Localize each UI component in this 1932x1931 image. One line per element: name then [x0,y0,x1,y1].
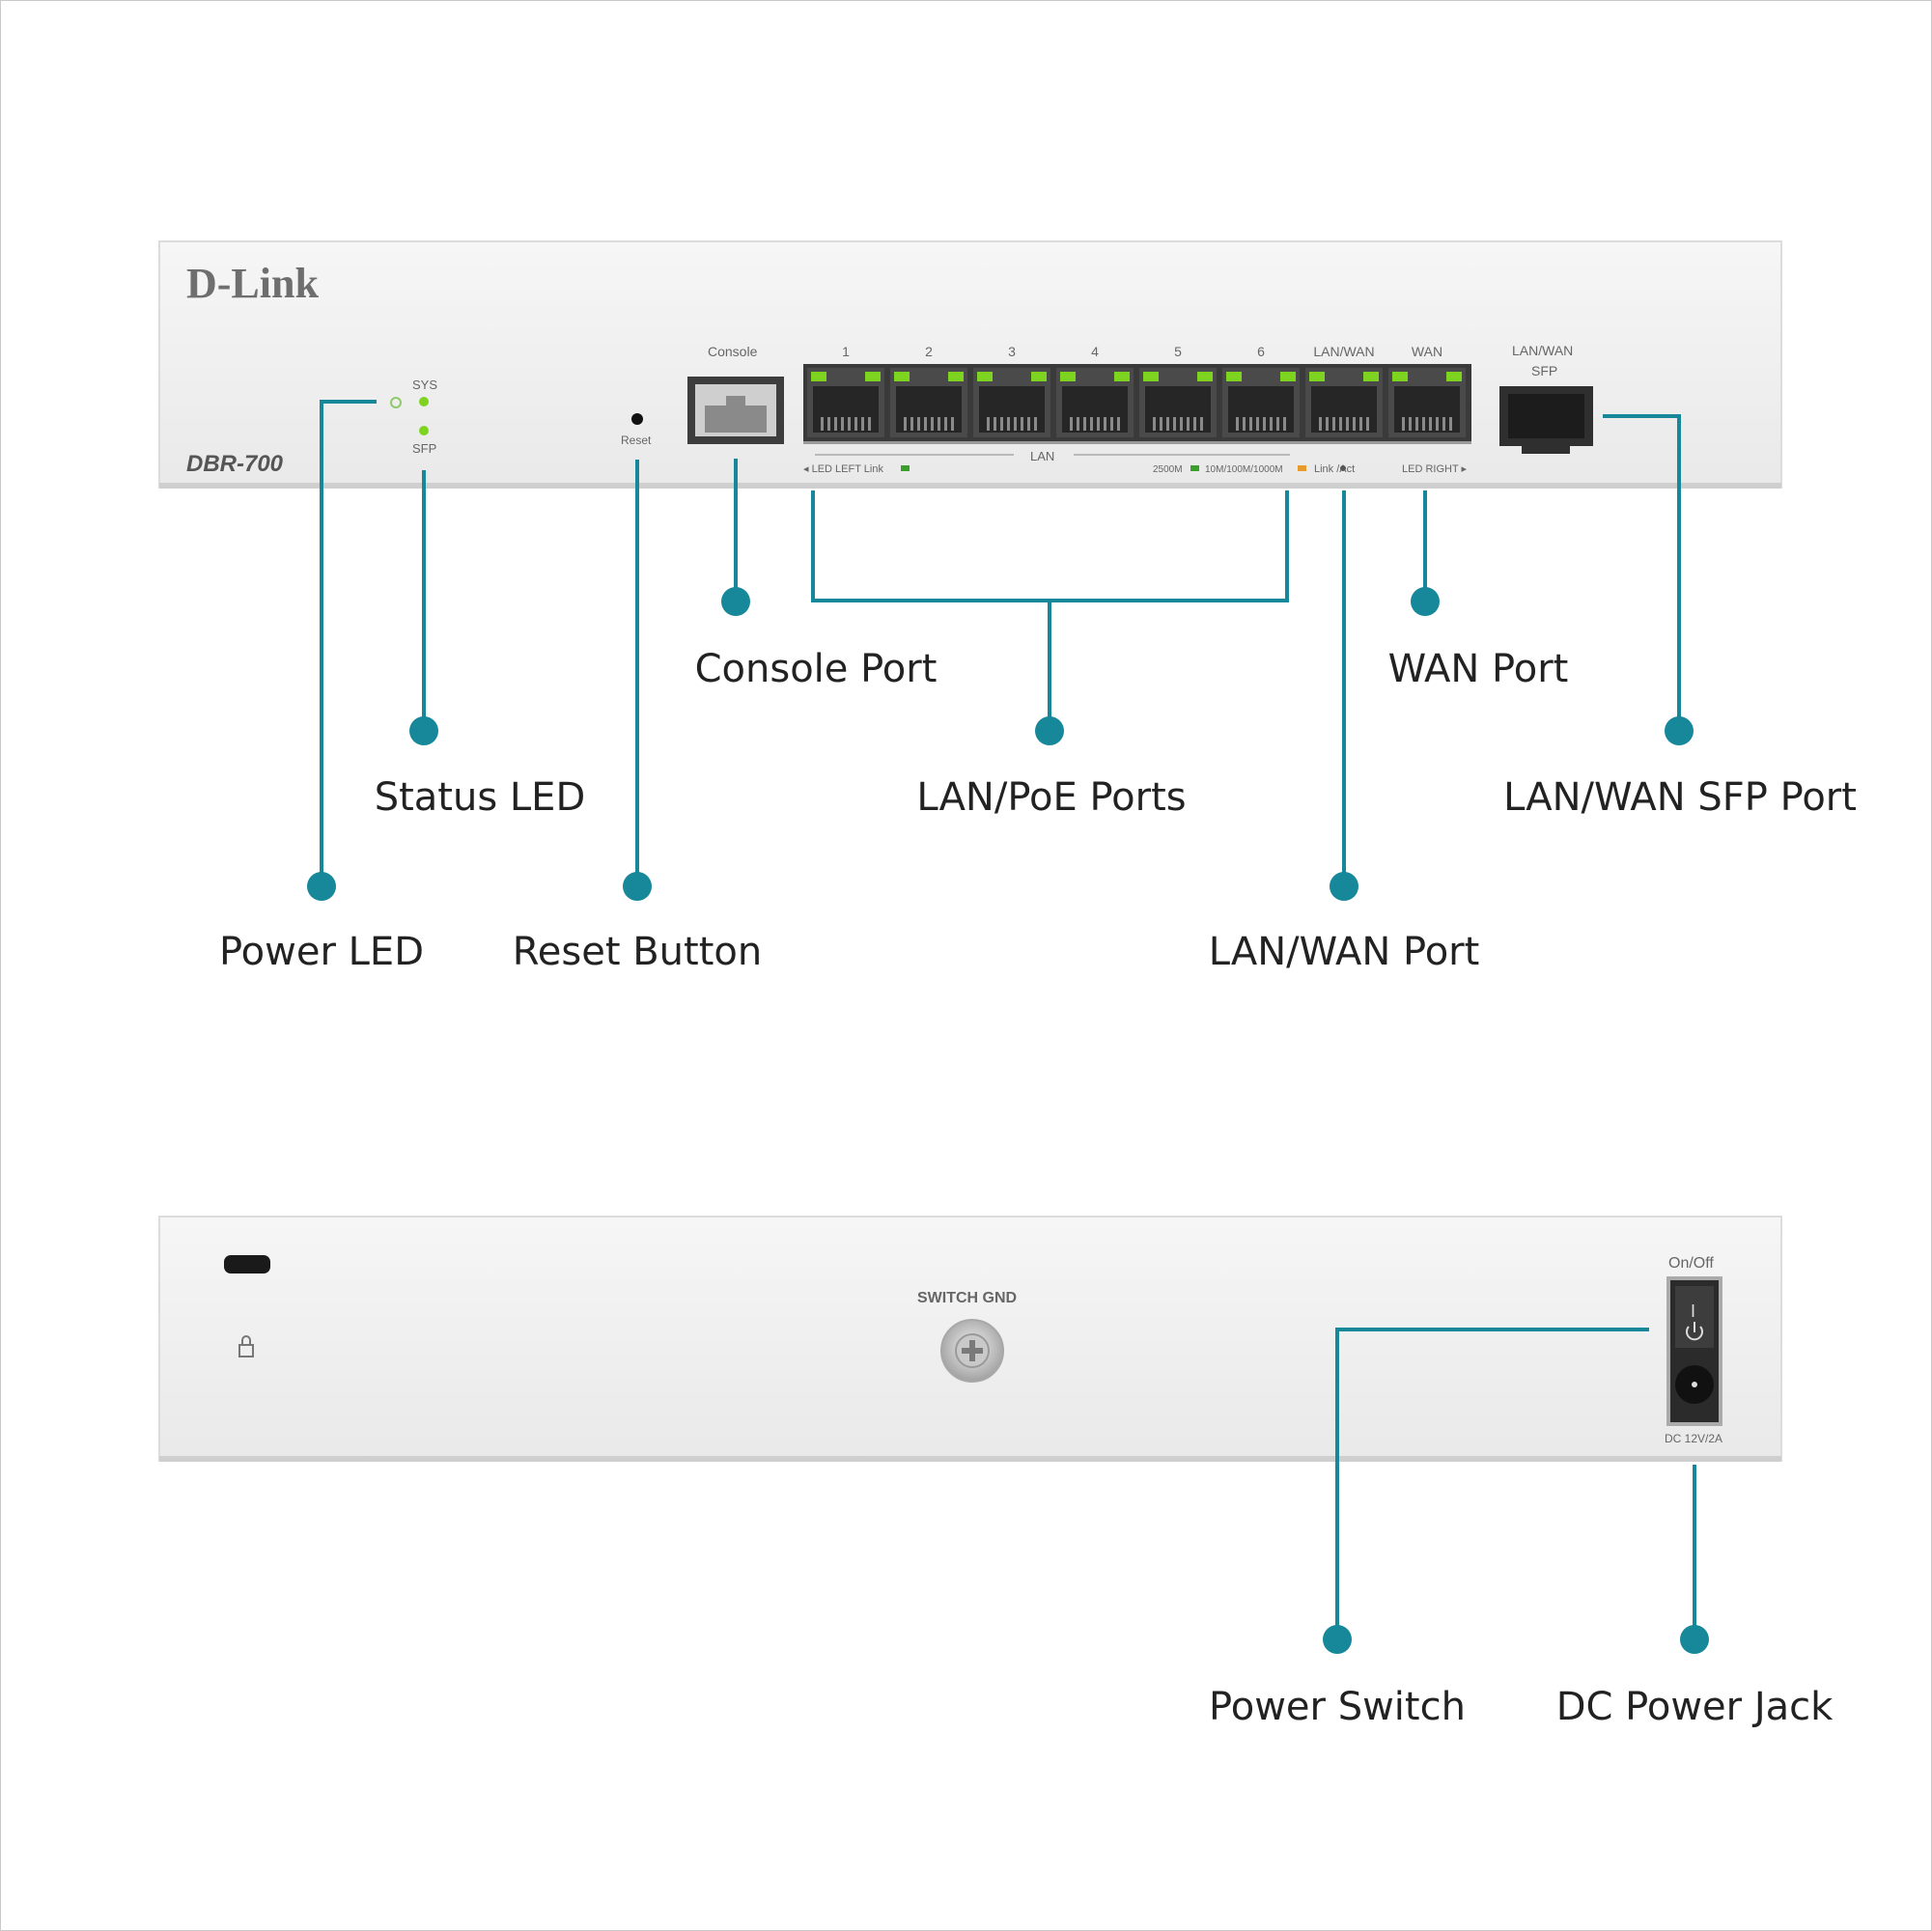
switch-on-glyph: I [1691,1301,1695,1321]
dot-console [721,587,750,616]
label-console-port: Console Port [695,647,938,691]
port-led-left [977,372,993,381]
callout-bracket-lan [811,490,1289,602]
port-led-right [1446,372,1462,381]
port-number-label: 3 [1008,344,1016,359]
rear-panel: SWITCH GND On/Off I DC 12V/2A [158,1216,1782,1462]
label-dc-power-jack: DC Power Jack [1556,1685,1834,1729]
sfp-port-label-line1: LAN/WAN [1512,343,1573,358]
sfp-led-label: SFP [412,441,436,456]
label-lan-wan-sfp-port: LAN/WAN SFP Port [1503,775,1857,820]
model-name: DBR-700 [186,451,284,477]
legend-other-square [1298,465,1306,471]
rj45-port[interactable] [1222,368,1300,437]
port-led-left [1309,372,1325,381]
legend-2500-square [1190,465,1199,471]
switch-gnd-label: SWITCH GND [917,1290,1017,1306]
port-led-right [948,372,964,381]
dc-rating-label: DC 12V/2A [1665,1432,1722,1445]
sys-led [419,397,429,406]
console-port[interactable] [687,377,784,444]
dc-power-jack[interactable] [1675,1365,1714,1404]
callout-line-power-switch [1335,1328,1649,1639]
callout-lines [320,400,1696,1639]
dot-lan-wan [1330,872,1358,901]
label-reset-button: Reset Button [513,930,762,974]
sys-led-label: SYS [412,378,437,392]
dot-power-led [307,872,336,901]
dot-dc-jack [1680,1625,1709,1654]
legend-speed-other: 10M/100M/1000M [1205,464,1283,475]
dot-power-switch [1323,1625,1352,1654]
port-number-labels: 1 2 3 4 5 6 LAN/WAN WAN [842,344,1442,359]
callout-dots [307,587,1709,1654]
rj45-port[interactable] [890,368,967,437]
port-number-label: 1 [842,344,850,359]
port-number-label: 2 [925,344,933,359]
legend-link-square [901,465,910,471]
port-led-right [1031,372,1047,381]
legend-led-right: LED RIGHT ▸ [1402,463,1468,475]
dot-wan [1411,587,1440,616]
rj45-port[interactable] [1056,368,1134,437]
label-power-switch: Power Switch [1209,1685,1466,1729]
port-led-right [1197,372,1213,381]
port-led-left [1143,372,1159,381]
sfp-port[interactable] [1499,386,1593,454]
legend-speed-2500: 2500M [1153,464,1183,475]
dot-reset [623,872,652,901]
rj45-port[interactable] [1139,368,1217,437]
port-number-label: 4 [1091,344,1099,359]
brand-logo: D-Link [186,260,319,307]
lan-group-label: LAN [1030,449,1054,463]
kensington-lock-slot [224,1255,270,1273]
legend-link-act: Link /Act [1314,463,1355,475]
rj45-ports [807,368,1466,437]
port-number-label: LAN/WAN [1313,344,1374,359]
dot-sfp [1665,716,1694,745]
port-led-left [1392,372,1408,381]
dot-status-led [409,716,438,745]
rj45-port[interactable] [807,368,884,437]
port-led-left [894,372,910,381]
callout-labels: Power LED Status LED Reset Button Consol… [219,647,1857,1729]
rj45-port[interactable] [1305,368,1383,437]
sfp-port-label-line2: SFP [1531,363,1557,378]
port-number-label: 6 [1257,344,1265,359]
front-panel: D-Link DBR-700 SYS SFP Reset Console 1 2 3… [158,240,1782,489]
label-wan-port: WAN Port [1388,647,1569,691]
reset-label: Reset [621,434,652,447]
legend-led-left: ◂ LED LEFT Link [803,463,883,475]
port-led-right [865,372,881,381]
lock-icon [238,1335,254,1357]
reset-button[interactable] [631,413,643,425]
legend-link-dot [1340,465,1346,471]
on-off-label: On/Off [1668,1255,1714,1272]
console-label: Console [708,344,758,359]
callout-line-power-led [320,400,377,886]
power-icon [1686,1322,1703,1341]
power-led [390,397,402,408]
label-power-led: Power LED [219,930,424,974]
port-number-label: 5 [1174,344,1182,359]
label-lan-wan-port: LAN/WAN Port [1209,930,1480,974]
port-led-right [1363,372,1379,381]
port-led-right [1114,372,1130,381]
rj45-port[interactable] [1388,368,1466,437]
label-lan-poe-ports: LAN/PoE Ports [916,775,1186,820]
dot-lan-poe [1035,716,1064,745]
port-number-label: WAN [1412,344,1442,359]
port-led-right [1280,372,1296,381]
rj45-port[interactable] [973,368,1050,437]
ground-screw [940,1319,1004,1383]
sfp-led [419,426,429,435]
port-led-left [811,372,826,381]
label-status-led: Status LED [375,775,586,820]
callout-line-sfp [1603,414,1681,731]
port-led-left [1060,372,1076,381]
port-led-left [1226,372,1242,381]
